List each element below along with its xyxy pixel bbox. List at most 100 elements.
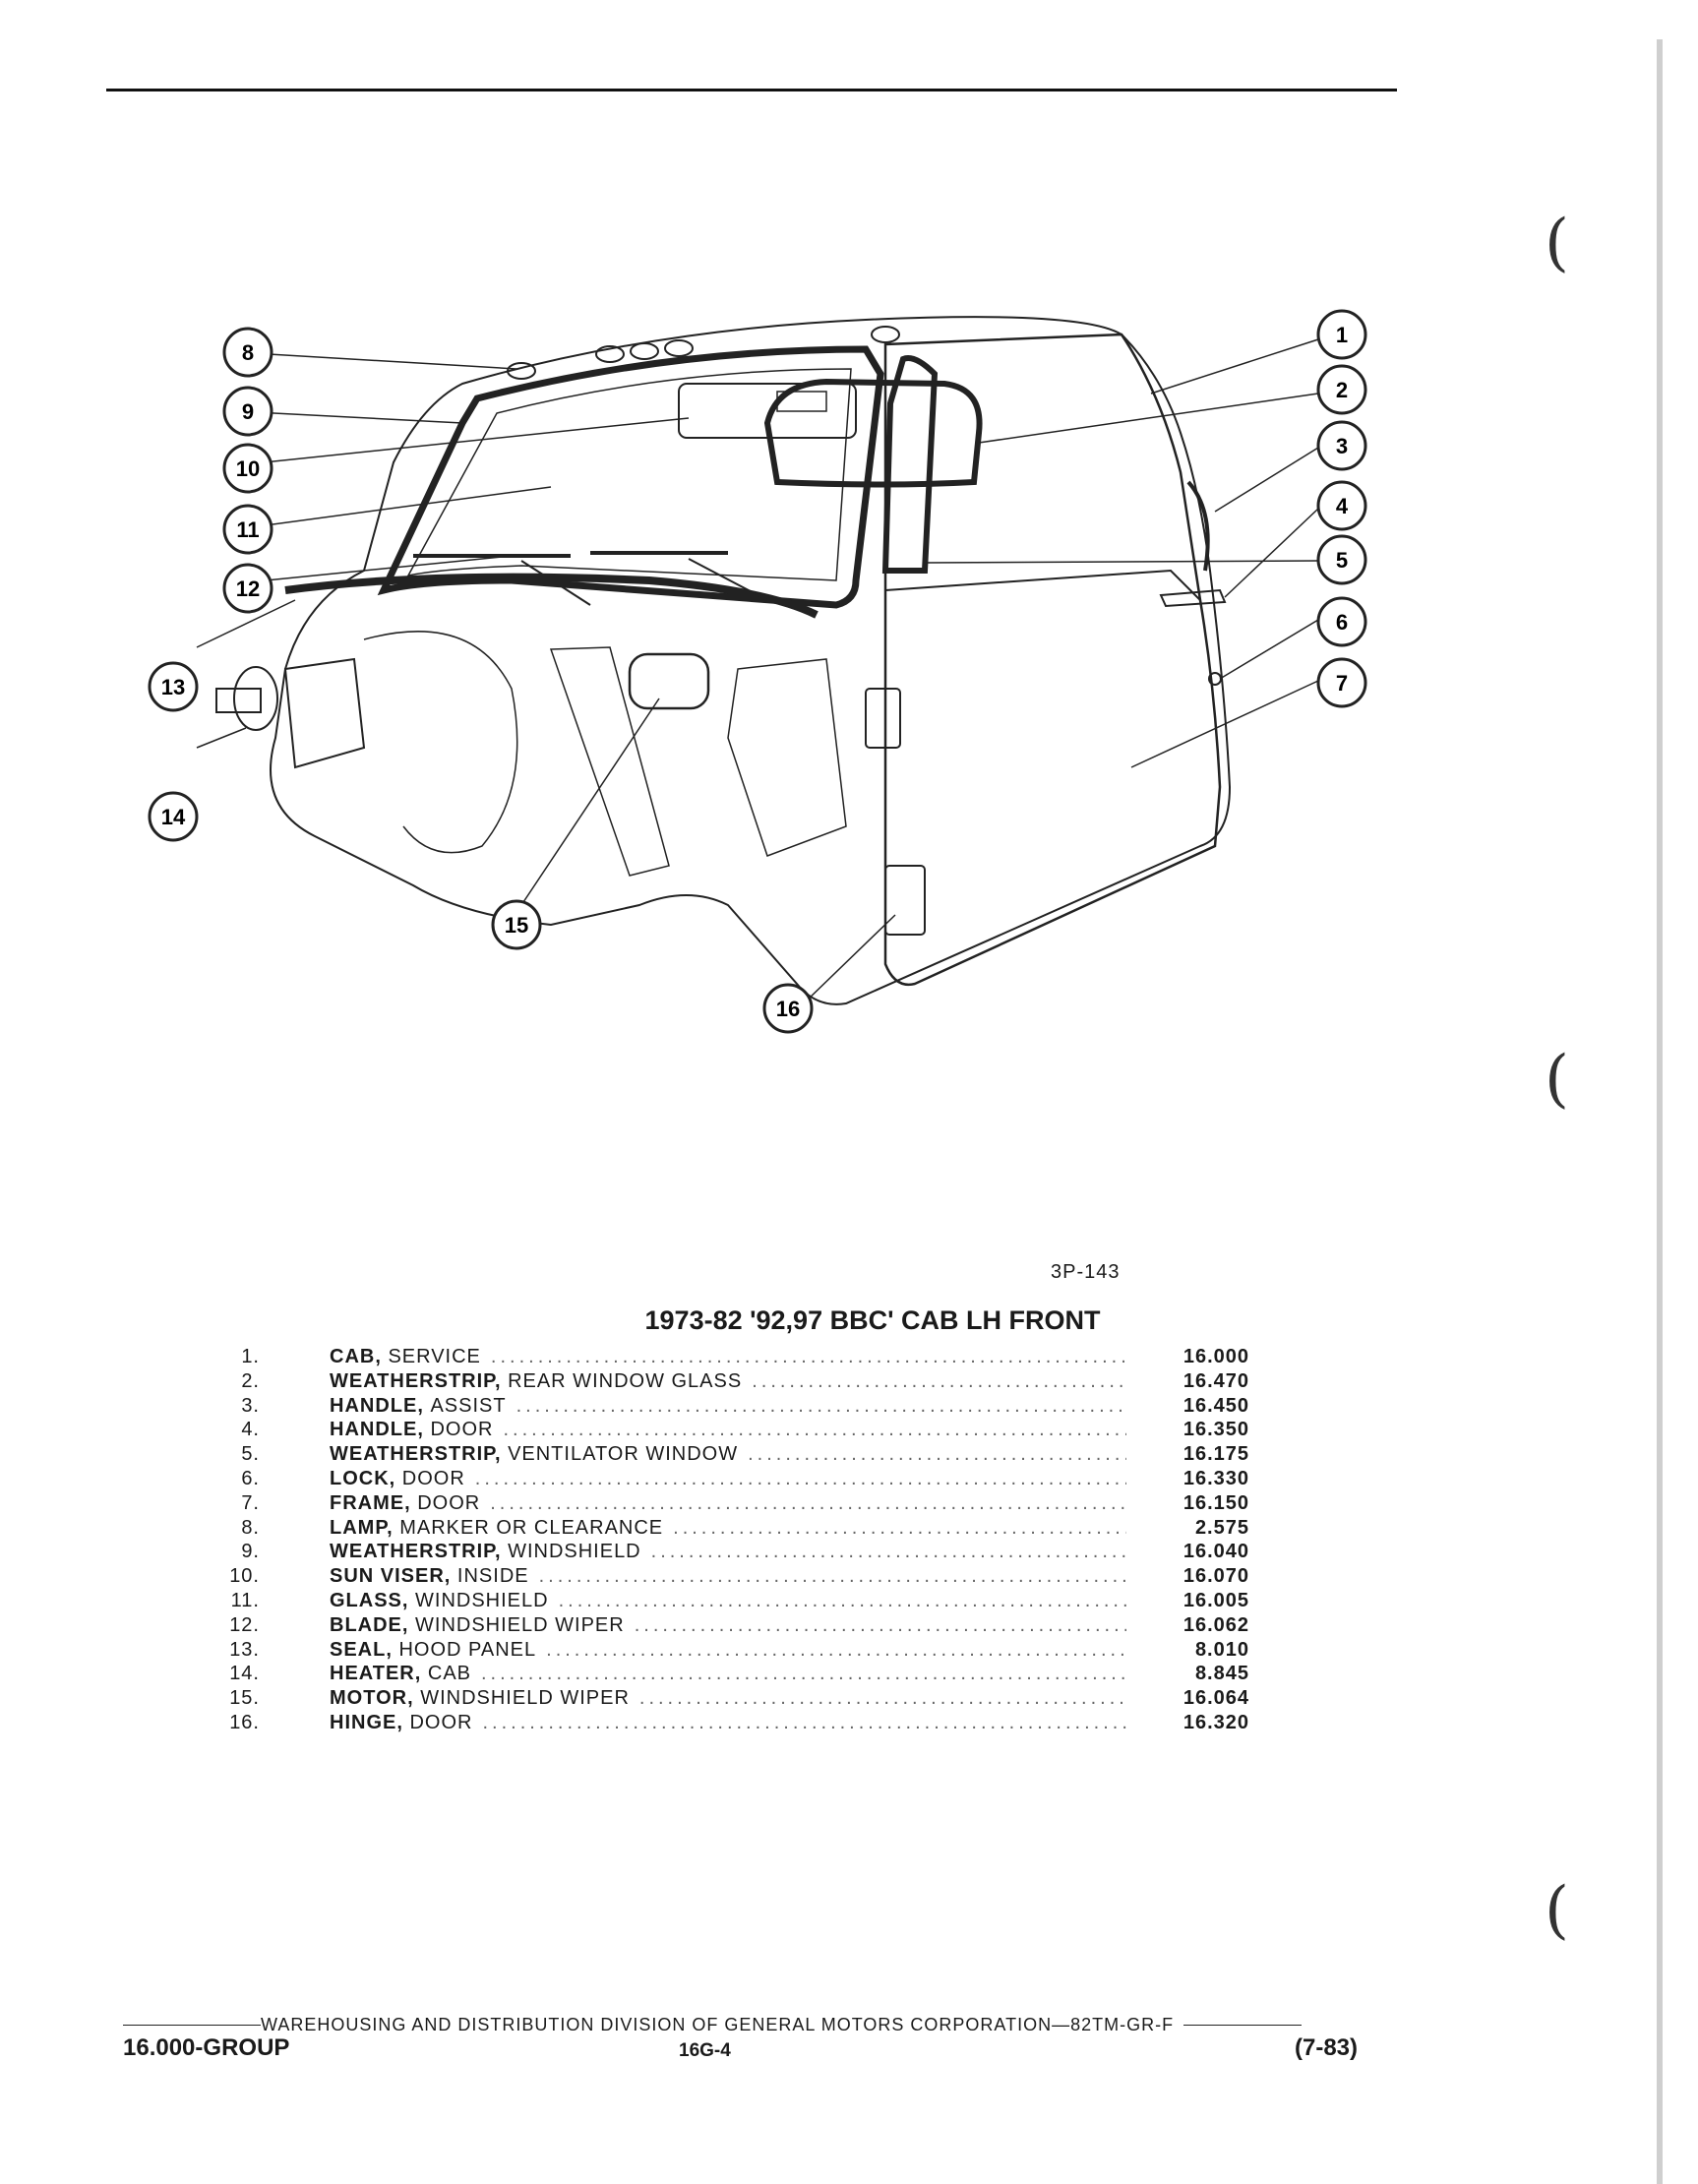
part-description: SUN VISER, INSIDE (330, 1564, 1126, 1589)
top-rule (106, 89, 1397, 91)
part-number: 1. (241, 1346, 260, 1367)
svg-text:10: 10 (236, 456, 260, 481)
callout-5: 5 (1316, 534, 1367, 585)
part-name: LAMP, (330, 1516, 394, 1539)
callout-1: 1 (1316, 309, 1367, 360)
dot-leader (516, 1394, 1126, 1419)
part-name: MOTOR, (330, 1687, 414, 1710)
hood-panel-seal (284, 573, 819, 619)
part-group-code: 16.450 (1183, 1394, 1249, 1417)
part-detail: CAB (427, 1663, 471, 1685)
part-description: HINGE, DOOR (330, 1711, 1126, 1735)
part-description: HANDLE, ASSIST (330, 1394, 1126, 1419)
svg-text:15: 15 (505, 913, 528, 938)
parts-list-item: 1.CAB, SERVICE16.000 (216, 1345, 1249, 1369)
callout-leaders (196, 338, 1319, 1001)
part-description: HEATER, CAB (330, 1662, 1126, 1686)
rear-window-weatherstrip (763, 378, 983, 488)
part-detail: HOOD PANEL (398, 1638, 537, 1661)
binder-hole-bottom: ( (1545, 1874, 1569, 1947)
part-description: LOCK, DOOR (330, 1467, 1126, 1491)
part-description: CAB, SERVICE (330, 1345, 1126, 1369)
part-detail: SERVICE (388, 1346, 481, 1367)
part-description: LAMP, MARKER OR CLEARANCE (330, 1516, 1126, 1541)
part-detail: VENTILATOR WINDOW (508, 1443, 739, 1466)
callout-9: 9 (222, 386, 273, 437)
part-number: 4. (241, 1419, 260, 1441)
part-number: 11. (230, 1589, 260, 1611)
part-detail: WINDSHIELD (508, 1541, 641, 1563)
part-group-code: 16.350 (1183, 1419, 1249, 1441)
part-name: WEATHERSTRIP, (330, 1369, 502, 1392)
parts-list-item: 3. HANDLE, ASSIST 16.450 (216, 1394, 1249, 1419)
part-description: MOTOR, WINDSHIELD WIPER (330, 1686, 1126, 1711)
part-number: 14. (229, 1663, 260, 1685)
footer-publisher-text: WAREHOUSING AND DISTRIBUTION DIVISION OF… (261, 2015, 1175, 2034)
parts-list-item: 7. FRAME, DOOR 16.150 (216, 1491, 1249, 1516)
part-description: HANDLE, DOOR (330, 1418, 1126, 1442)
parts-list-title: 1973-82 '92,97 BBC' CAB LH FRONT (644, 1305, 1101, 1335)
svg-text:16: 16 (776, 997, 800, 1021)
door-handle (1159, 588, 1227, 608)
svg-text:7: 7 (1336, 671, 1348, 696)
part-detail: DOOR (430, 1419, 494, 1441)
vent-window-weatherstrip (881, 355, 939, 574)
callout-11: 11 (222, 504, 273, 555)
part-group-code: 16.005 (1183, 1589, 1249, 1611)
part-group-code: 16.062 (1183, 1613, 1249, 1636)
part-number: 5. (241, 1443, 260, 1466)
part-number: 2. (241, 1369, 260, 1392)
callout-4: 4 (1316, 480, 1367, 531)
svg-text:13: 13 (161, 675, 185, 699)
dot-leader (491, 1345, 1126, 1369)
dot-leader (475, 1467, 1126, 1491)
callout-14: 14 (148, 791, 199, 842)
assist-handle (1186, 480, 1210, 572)
svg-text:14: 14 (161, 805, 186, 829)
part-number: 7. (241, 1491, 260, 1514)
binder-hole-middle: ( (1545, 1043, 1569, 1116)
part-name: WEATHERSTRIP, (330, 1541, 502, 1563)
svg-text:9: 9 (242, 399, 254, 424)
cab-heater (215, 657, 366, 769)
footer-page-number: 16G-4 (679, 2040, 731, 2061)
callout-7: 7 (1316, 657, 1367, 708)
part-description: WEATHERSTRIP, WINDSHIELD (330, 1540, 1126, 1564)
dot-leader (539, 1564, 1126, 1589)
part-detail: WINDSHIELD WIPER (415, 1613, 625, 1636)
part-name: HANDLE, (330, 1419, 424, 1441)
part-group-code: 16.470 (1183, 1369, 1249, 1392)
part-detail: WINDSHIELD (415, 1589, 549, 1611)
part-detail: REAR WINDOW GLASS (508, 1369, 743, 1392)
footer-publisher-line: WAREHOUSING AND DISTRIBUTION DIVISION OF… (123, 2015, 1367, 2035)
dot-leader (482, 1711, 1126, 1735)
figure-code: 3P-143 (1051, 1261, 1121, 1283)
part-number: 8. (241, 1516, 260, 1539)
part-number: 3. (241, 1394, 260, 1417)
svg-text:6: 6 (1336, 610, 1348, 635)
dot-leader (748, 1442, 1126, 1467)
svg-text:8: 8 (242, 340, 254, 365)
part-group-code: 16.330 (1183, 1467, 1249, 1489)
part-group-code: 16.320 (1183, 1711, 1249, 1733)
part-description: BLADE, WINDSHIELD WIPER (330, 1613, 1126, 1638)
cab-shell (270, 316, 1232, 1005)
callout-12: 12 (222, 563, 273, 614)
part-detail: DOOR (417, 1491, 481, 1514)
marker-lamps (507, 326, 900, 380)
callout-16: 16 (762, 983, 814, 1034)
parts-list-item: 2. WEATHERSTRIP, REAR WINDOW GLASS 16.470 (216, 1369, 1249, 1394)
part-number: 12. (229, 1613, 260, 1636)
part-group-code: 2.575 (1194, 1516, 1249, 1539)
parts-list-item: 11.GLASS, WINDSHIELD16.005 (216, 1589, 1249, 1613)
part-group-code: 8.845 (1194, 1663, 1249, 1685)
wiper-motor (628, 652, 710, 710)
parts-list-item: 9.WEATHERSTRIP, WINDSHIELD16.040 (216, 1540, 1249, 1564)
part-group-code: 8.010 (1194, 1638, 1249, 1661)
part-detail: DOOR (401, 1467, 465, 1489)
part-group-code: 16.150 (1183, 1491, 1249, 1514)
part-detail: DOOR (409, 1711, 473, 1733)
door-hinge (884, 865, 926, 936)
dot-leader (752, 1369, 1126, 1394)
part-description: FRAME, DOOR (330, 1491, 1126, 1516)
